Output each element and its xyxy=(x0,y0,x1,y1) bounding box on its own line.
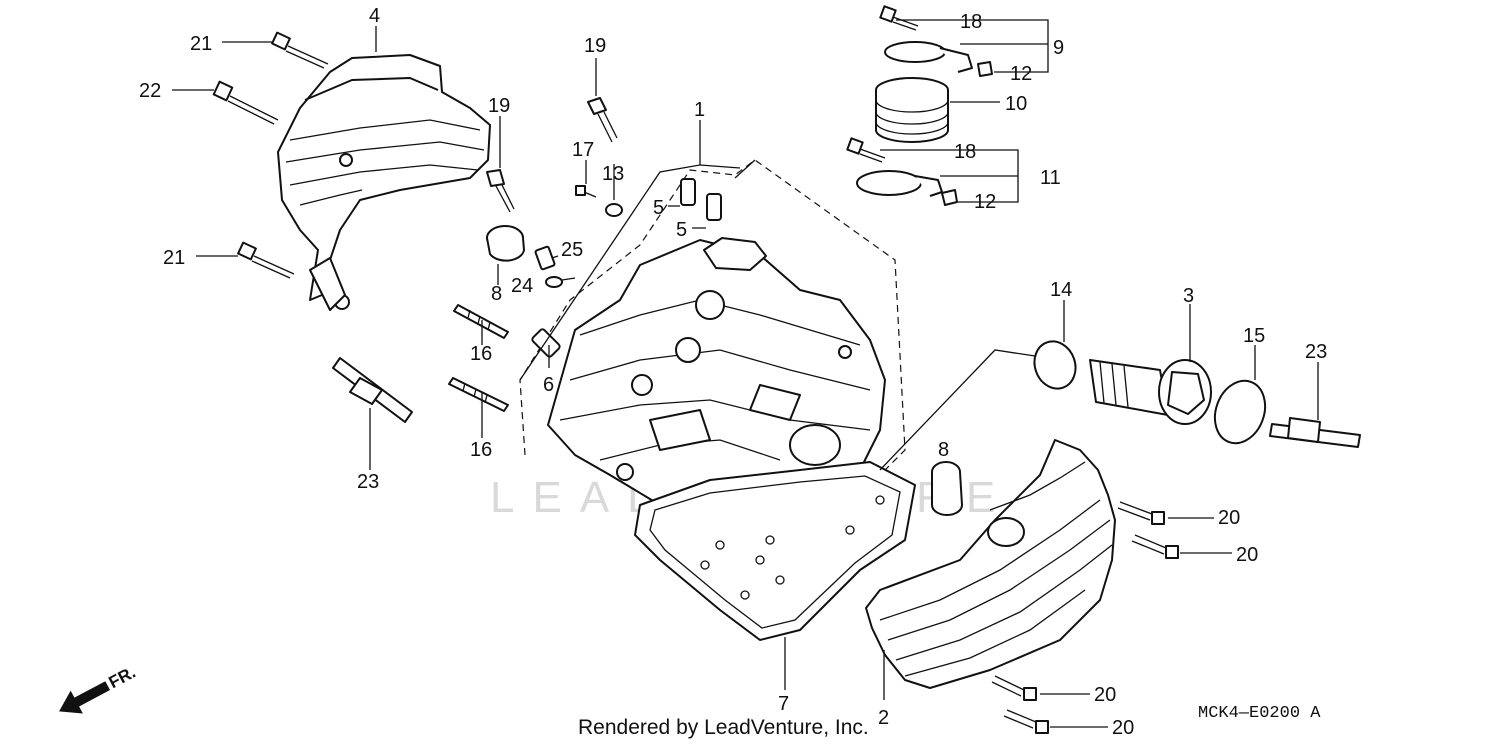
head-gasket[interactable] xyxy=(634,461,916,641)
bolt-18-upper[interactable] xyxy=(879,5,919,31)
insulator-band-lower[interactable] xyxy=(856,170,943,197)
front-label: FR. xyxy=(106,663,139,693)
callout-15: 15 xyxy=(1243,325,1265,347)
oring-15[interactable] xyxy=(1207,374,1274,451)
callout-8-upper: 8 xyxy=(491,283,502,305)
dowel-pin-5a[interactable] xyxy=(680,178,696,206)
callout-6: 6 xyxy=(543,374,554,396)
callout-1: 1 xyxy=(694,99,705,121)
front-direction-arrow-icon: FR. xyxy=(59,663,139,714)
callout-24: 24 xyxy=(511,275,533,297)
callout-12-upper: 12 xyxy=(1010,63,1032,85)
callout-8-lower: 8 xyxy=(938,439,949,461)
callout-25: 25 xyxy=(561,239,583,261)
bolt-17[interactable] xyxy=(575,185,597,198)
callout-19-lower: 19 xyxy=(488,95,510,117)
cylinder-head-plug-4[interactable] xyxy=(1089,359,1212,425)
bolt-21-upper[interactable] xyxy=(271,31,329,69)
callout-5-lower: 5 xyxy=(676,219,687,241)
credit-text: Rendered by LeadVenture, Inc. xyxy=(578,716,869,739)
callout-17: 17 xyxy=(572,139,594,161)
callout-12-lower: 12 xyxy=(974,191,996,213)
callout-20-d: 20 xyxy=(1112,717,1134,739)
bolt-20-d[interactable] xyxy=(1003,709,1049,734)
bolt-19-lower[interactable] xyxy=(486,169,515,213)
cylinder-head[interactable] xyxy=(547,237,886,546)
callout-7: 7 xyxy=(778,693,789,715)
callout-23-right: 23 xyxy=(1305,341,1327,363)
callout-13: 13 xyxy=(602,163,624,185)
bolt-20-b[interactable] xyxy=(1131,534,1179,559)
callout-10: 9 xyxy=(1053,37,1064,59)
dowel-pin-6[interactable] xyxy=(531,328,561,358)
sealing-plug-lower[interactable] xyxy=(931,461,963,516)
callout-21-lower: 21 xyxy=(163,247,185,269)
callout-4: 3 xyxy=(1183,285,1194,307)
spark-plug-left[interactable] xyxy=(332,357,413,423)
callout-20-b: 20 xyxy=(1236,544,1258,566)
callout-20-c: 20 xyxy=(1094,684,1116,706)
callout-18-lower: 18 xyxy=(954,141,976,163)
callout-5-upper: 5 xyxy=(653,197,664,219)
band-nut-lower[interactable] xyxy=(941,189,958,206)
diagram-code: MCK4—E0200 A xyxy=(1198,704,1321,723)
callout-22: 22 xyxy=(139,80,161,102)
callout-9: 10 xyxy=(1005,93,1027,115)
washer-13[interactable] xyxy=(605,203,623,217)
cylinder-head-side-cover[interactable] xyxy=(865,439,1116,689)
callout-23-left: 23 xyxy=(357,471,379,493)
callout-20-a: 20 xyxy=(1218,507,1240,529)
callout-19-upper: 19 xyxy=(584,35,606,57)
stud-bolt-16-upper[interactable] xyxy=(453,304,509,339)
insulator-band-upper[interactable] xyxy=(884,41,973,73)
bolt-19-upper[interactable] xyxy=(587,97,618,143)
callout-21-upper: 21 xyxy=(190,33,212,55)
leader-lines xyxy=(172,19,1319,728)
callout-16-lower: 16 xyxy=(470,439,492,461)
bolt-21-lower[interactable] xyxy=(237,241,295,279)
band-nut-upper[interactable] xyxy=(977,61,993,77)
bolt-22[interactable] xyxy=(212,80,279,125)
oring-24[interactable] xyxy=(545,276,563,288)
oring-14[interactable] xyxy=(1028,336,1082,395)
cylinder-head-cover-top[interactable] xyxy=(277,54,491,311)
callout-2: 2 xyxy=(878,707,889,729)
stud-bolt-16-lower[interactable] xyxy=(448,377,509,412)
bolt-18-lower[interactable] xyxy=(846,137,886,163)
dowel-pin-5b[interactable] xyxy=(706,193,722,221)
bolt-20-c[interactable] xyxy=(991,675,1037,701)
carburetor-insulator[interactable] xyxy=(875,77,949,143)
collar-25[interactable] xyxy=(534,245,556,271)
sealing-plug-upper[interactable] xyxy=(486,225,525,262)
callout-11: 11 xyxy=(1040,167,1061,189)
callout-18-upper: 18 xyxy=(960,11,982,33)
spark-plug-right[interactable] xyxy=(1269,417,1361,448)
callout-14: 14 xyxy=(1050,279,1072,301)
callout-3: 4 xyxy=(369,5,380,27)
callout-16-upper: 16 xyxy=(470,343,492,365)
bolt-20-a[interactable] xyxy=(1117,501,1165,525)
